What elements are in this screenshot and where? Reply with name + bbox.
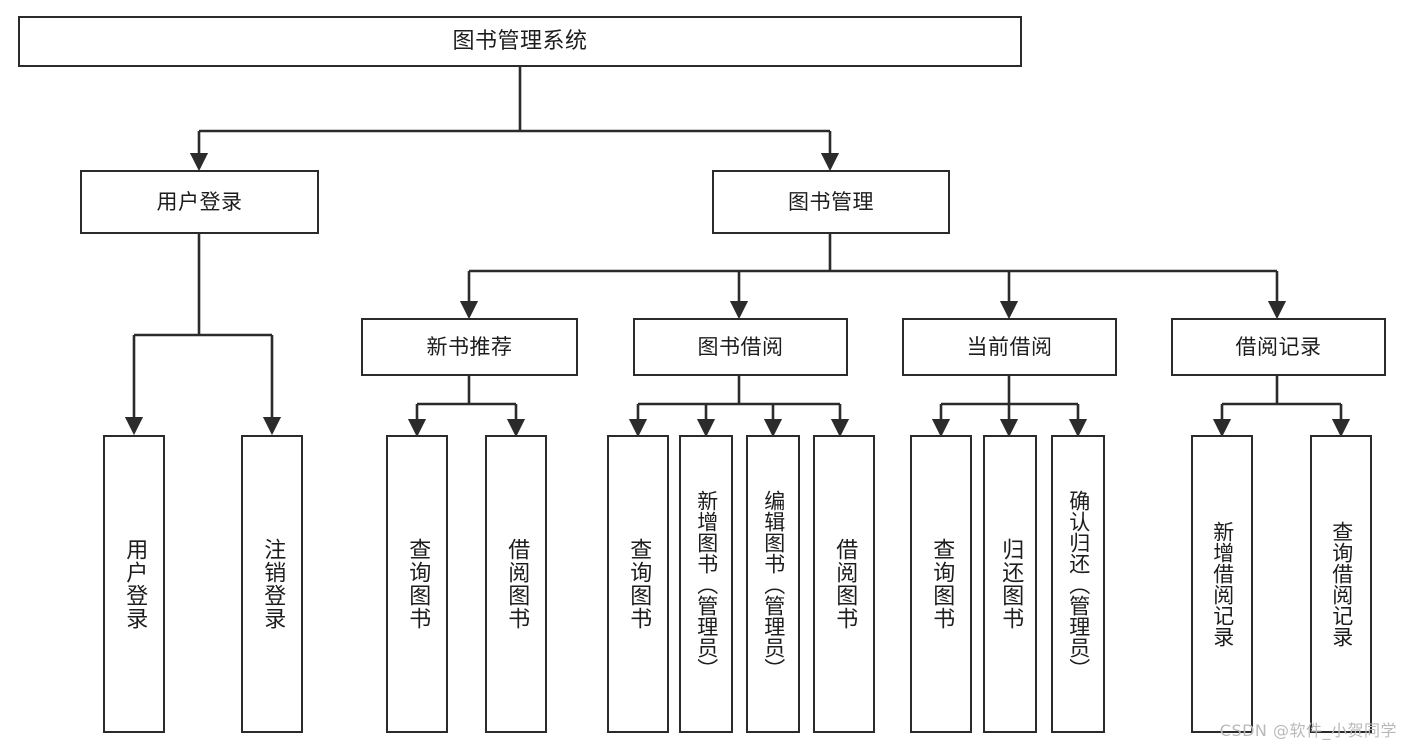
node-label: 新书推荐 bbox=[426, 334, 513, 359]
node-book-borrow[interactable]: 图书借阅 bbox=[633, 318, 848, 376]
leaf-query-book-borrow[interactable]: 查询图书 bbox=[607, 435, 669, 733]
node-label: 当前借阅 bbox=[966, 334, 1053, 359]
node-label: 查询图书 bbox=[405, 538, 431, 630]
leaf-edit-book-admin[interactable]: 编辑图书（管理员） bbox=[746, 435, 800, 733]
leaf-add-book-admin[interactable]: 新增图书（管理员） bbox=[679, 435, 733, 733]
node-new-book-recommend[interactable]: 新书推荐 bbox=[361, 318, 578, 376]
node-label: 借阅图书 bbox=[832, 538, 858, 630]
node-label: 借阅记录 bbox=[1235, 334, 1322, 359]
leaf-query-book-recommend[interactable]: 查询图书 bbox=[386, 435, 448, 733]
leaf-confirm-return-admin[interactable]: 确认归还（管理员） bbox=[1051, 435, 1105, 733]
node-current-borrow[interactable]: 当前借阅 bbox=[902, 318, 1117, 376]
node-label: 借阅图书 bbox=[504, 538, 530, 630]
node-label: 用户登录 bbox=[156, 189, 243, 214]
node-book-management[interactable]: 图书管理 bbox=[712, 170, 950, 234]
node-label: 查询图书 bbox=[626, 538, 652, 630]
node-borrow-record[interactable]: 借阅记录 bbox=[1171, 318, 1386, 376]
node-label: 图书借阅 bbox=[697, 334, 784, 359]
node-root-book-management-system[interactable]: 图书管理系统 bbox=[18, 16, 1022, 67]
leaf-return-book[interactable]: 归还图书 bbox=[983, 435, 1037, 733]
leaf-logout-login[interactable]: 注销登录 bbox=[241, 435, 303, 733]
leaf-user-login[interactable]: 用户登录 bbox=[103, 435, 165, 733]
node-label: 新增图书（管理员） bbox=[694, 489, 719, 679]
node-label: 编辑图书（管理员） bbox=[761, 489, 786, 679]
node-label: 图书管理系统 bbox=[452, 28, 588, 54]
node-label: 新增借阅记录 bbox=[1210, 521, 1235, 647]
node-label: 注销登录 bbox=[260, 538, 286, 630]
leaf-borrow-book-recommend[interactable]: 借阅图书 bbox=[485, 435, 547, 733]
node-label: 用户登录 bbox=[122, 538, 148, 630]
leaf-query-borrow-record[interactable]: 查询借阅记录 bbox=[1310, 435, 1372, 733]
leaf-add-borrow-record[interactable]: 新增借阅记录 bbox=[1191, 435, 1253, 733]
node-label: 归还图书 bbox=[998, 538, 1024, 630]
node-label: 确认归还（管理员） bbox=[1066, 489, 1091, 679]
csdn-watermark: CSDN @软件_小贺同学 bbox=[1219, 721, 1397, 740]
node-label: 查询图书 bbox=[929, 538, 955, 630]
node-label: 查询借阅记录 bbox=[1329, 521, 1354, 647]
leaf-borrow-book-borrow[interactable]: 借阅图书 bbox=[813, 435, 875, 733]
leaf-query-book-current[interactable]: 查询图书 bbox=[910, 435, 972, 733]
node-user-login[interactable]: 用户登录 bbox=[80, 170, 319, 234]
node-label: 图书管理 bbox=[788, 189, 874, 214]
